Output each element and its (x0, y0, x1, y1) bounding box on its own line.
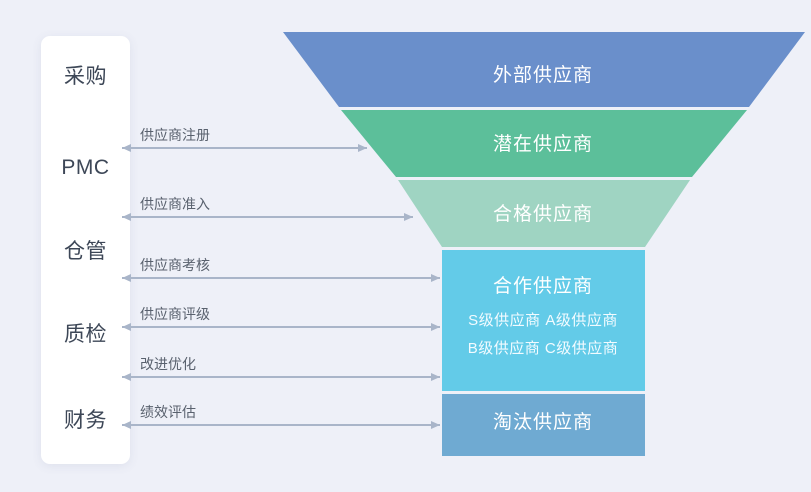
arrow-left-icon (122, 420, 131, 429)
flow-line (122, 147, 367, 149)
role-item-cg: 采购 (64, 65, 107, 88)
flow-label: 供应商评级 (140, 306, 210, 322)
tier-sub-grade-bc: B级供应商 C级供应商 (467, 340, 619, 357)
tier-title-potential: 潜在供应商 (492, 134, 593, 155)
tier-title-cooperative: 合作供应商 (492, 276, 593, 297)
arrow-left-icon (122, 372, 131, 381)
flow-line (122, 376, 440, 378)
flow-label: 改进优化 (140, 356, 196, 372)
role-item-zj: 质检 (64, 323, 107, 346)
flow-label: 供应商准入 (140, 196, 210, 212)
arrow-right-icon (431, 420, 440, 429)
tier-title-eliminated: 淘汰供应商 (492, 412, 593, 433)
arrow-right-icon (404, 212, 413, 221)
tier-title-external: 外部供应商 (492, 65, 593, 86)
arrow-left-icon (122, 273, 131, 282)
role-item-cw: 财务 (64, 409, 107, 432)
flow-label: 供应商考核 (140, 257, 210, 273)
arrow-left-icon (122, 212, 131, 221)
arrow-right-icon (358, 143, 367, 152)
flow-line (122, 424, 440, 426)
arrow-left-icon (122, 143, 131, 152)
arrow-right-icon (431, 273, 440, 282)
flow-line (122, 216, 413, 218)
role-column-card: 采购 PMC 仓管 质检 财务 (41, 36, 130, 464)
tier-title-qualified: 合格供应商 (492, 204, 593, 225)
arrow-right-icon (431, 322, 440, 331)
arrow-right-icon (431, 372, 440, 381)
flow-line (122, 277, 440, 279)
flow-label: 供应商注册 (140, 127, 210, 143)
role-item-pmc: PMC (61, 156, 110, 179)
flow-label: 绩效评估 (140, 404, 196, 420)
flow-line (122, 326, 440, 328)
arrow-left-icon (122, 322, 131, 331)
role-item-ck: 仓管 (64, 240, 107, 263)
tier-sub-grade-sa: S级供应商 A级供应商 (468, 312, 618, 329)
